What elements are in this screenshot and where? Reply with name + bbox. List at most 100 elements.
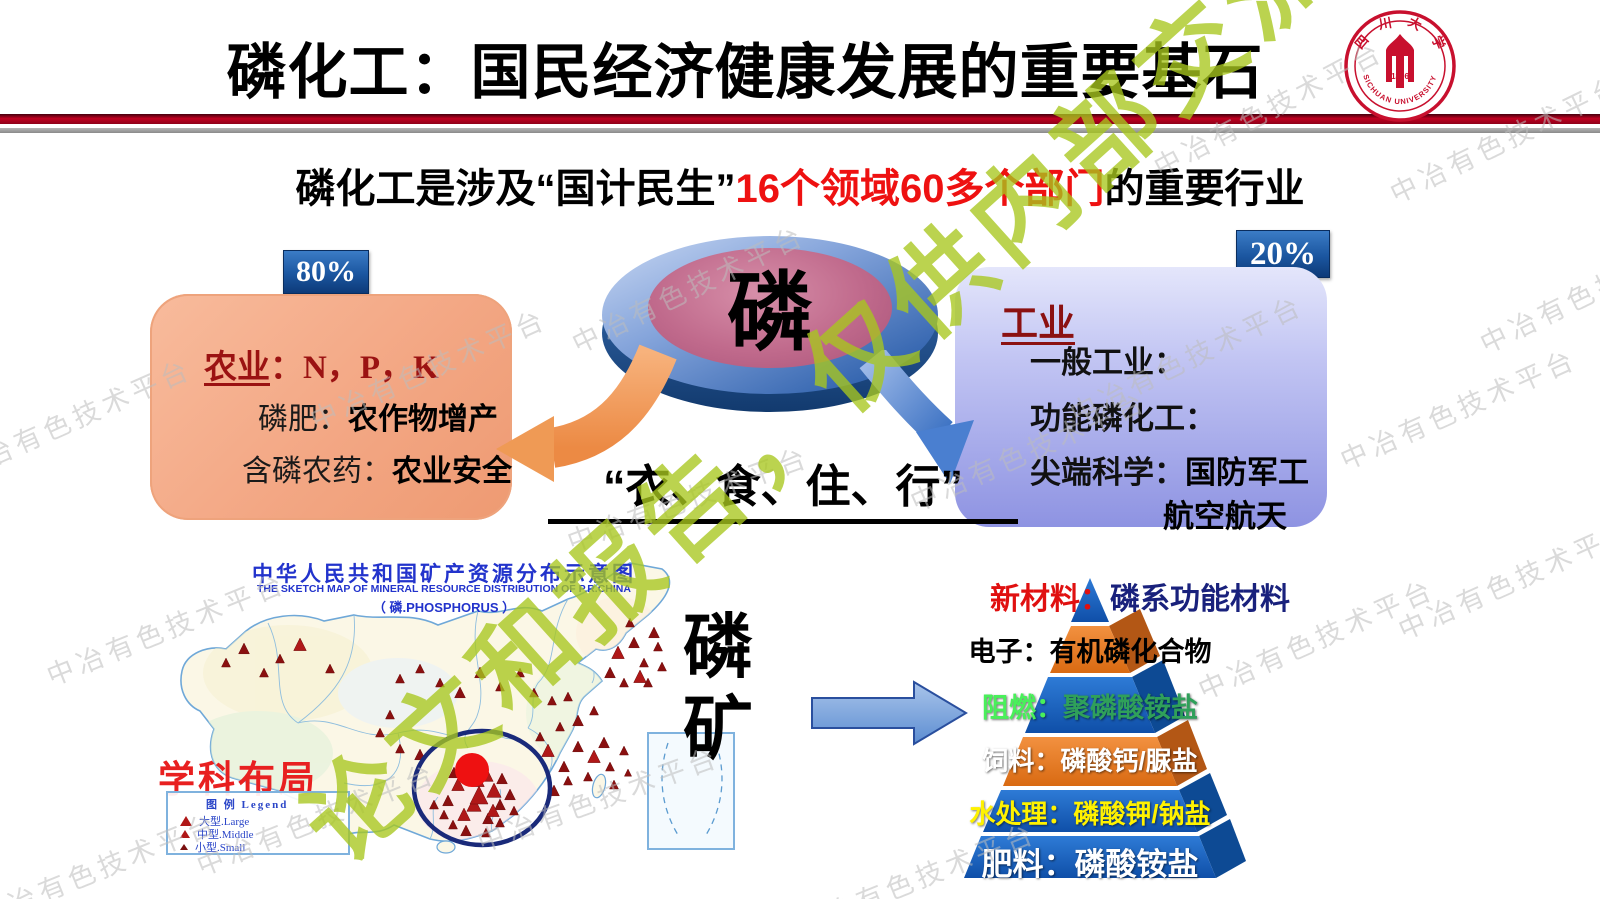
legend-item-large: 大型.Large [180, 813, 249, 829]
map-legend: 图 例 Legend 大型.Large 中型.Middle 小型.Small [166, 791, 350, 855]
china-map-drawing [180, 562, 735, 854]
china-mineral-map: 中华人民共和国矿产资源分布示意图 THE SKETCH MAP OF MINER… [148, 553, 740, 855]
agriculture-share-badge: 80% [283, 250, 369, 294]
deposit-triangle [435, 677, 445, 688]
deposit-triangle [609, 779, 619, 790]
deposit-triangle [598, 736, 610, 749]
deposit-triangle [494, 798, 506, 811]
pyramid-level-fertilizer [964, 836, 1216, 878]
pyramid-side-3 [1132, 660, 1185, 733]
deposit-triangle [529, 687, 539, 698]
cutting-edge-science-row: 尖端科学：国防军工 [1030, 455, 1309, 490]
svg-text:1896: 1896 [1391, 72, 1409, 81]
deposit-triangle [429, 799, 439, 810]
industry-box: 工业 一般工业： 功能磷化工： 尖端科学：国防军工 航空航天 [955, 267, 1327, 534]
deposit-triangle [625, 617, 635, 628]
mineral-deposit-markers [221, 617, 667, 838]
legend-item-small: 小型.Small [180, 839, 245, 855]
subtitle-part3: 的重要行业 [1104, 167, 1305, 211]
aerospace-row: 航空航天 [1163, 499, 1287, 534]
fertilizer-row-pyramid: 肥料：磷酸铵盐 [981, 847, 1199, 882]
arrow-to-industry-icon [859, 350, 974, 484]
focus-red-dot [455, 753, 489, 787]
title-divider-red [0, 114, 1600, 124]
logo-emblem [1386, 34, 1414, 88]
pyramid-side-4 [1157, 720, 1207, 786]
gray-watermark-stamp: 中冶有色技术平台 [1393, 514, 1600, 646]
deposit-triangle [509, 805, 519, 816]
phosphorus-disc-label: 磷 [727, 265, 813, 361]
deposit-triangle [611, 645, 625, 659]
phosphorus-disc-core [648, 248, 892, 368]
deposit-triangle [515, 667, 525, 678]
pyramid-level-top [1071, 578, 1109, 622]
nine-dash-line [661, 742, 723, 836]
small-deposit-icon [180, 844, 188, 850]
clothing-food-housing-travel-caption: “衣、食、住、行” [548, 450, 1018, 524]
deposit-triangle [259, 667, 269, 678]
deposit-triangle [454, 686, 466, 699]
deposit-triangle [587, 749, 601, 763]
deposit-triangle [541, 743, 555, 757]
deposit-triangle [555, 721, 565, 732]
deposit-triangle [639, 657, 649, 668]
deposit-triangle [535, 731, 545, 742]
deposit-triangle [439, 809, 449, 820]
deposit-triangle [486, 782, 502, 798]
pyramid-side-2 [1109, 609, 1160, 673]
pesticide-row: 含磷农药：农业安全 [242, 455, 512, 488]
focus-circle [411, 728, 553, 848]
flow-right-arrow-icon [811, 680, 968, 746]
deposit-triangle [547, 695, 557, 706]
deposit-triangle [486, 803, 500, 817]
deposit-triangle [442, 794, 454, 807]
middle-deposit-icon [180, 830, 190, 838]
deposit-triangle [589, 705, 599, 716]
electronics-row: 电子：有机磷化合物 [968, 637, 1212, 667]
deposit-triangle [563, 691, 573, 702]
deposit-triangle [583, 771, 593, 782]
deposit-triangle [623, 768, 633, 777]
pyramid-level-flame-retardant [1025, 677, 1155, 733]
deposit-triangle [643, 677, 653, 688]
deposit-triangle [657, 661, 667, 672]
functional-phosphorus-row: 功能磷化工： [1030, 401, 1216, 436]
deposit-triangle [605, 761, 615, 772]
map-subtitle-en: THE SKETCH MAP OF MINERAL RESOURCE DISTR… [257, 583, 631, 595]
deposit-triangle [604, 666, 616, 679]
deposit-triangle [469, 785, 489, 805]
deposit-triangle [633, 669, 647, 683]
deposit-triangle [395, 673, 405, 684]
subtitle-part1: 磷化工是涉及“国计民生” [295, 167, 736, 211]
map-title: 中华人民共和国矿产资源分布示意图 [252, 563, 636, 586]
deposit-triangle [572, 714, 584, 727]
deposit-triangle [415, 663, 425, 674]
pyramid-side-5 [1179, 773, 1227, 832]
hainan-island [436, 840, 456, 854]
deposit-triangle [451, 777, 465, 791]
product-pyramid [964, 578, 1246, 878]
map-subtitle-phosphorus: （ 磷.PHOSPHORUS ） [372, 600, 516, 615]
deposit-triangle [221, 657, 231, 668]
legend-item-middle: 中型.Middle [180, 826, 254, 842]
deposit-triangle [385, 709, 395, 720]
flame-retardant-row: 阻燃：聚磷酸铵盐 [982, 693, 1198, 723]
subtitle: 磷化工是涉及“国计民生”16个领域60多个部门的重要行业 [180, 156, 1420, 214]
deposit-triangle [474, 666, 486, 679]
feed-row: 饲料：磷酸钙/脲盐 [982, 746, 1198, 776]
deposit-triangle [275, 653, 285, 664]
deposit-triangle [572, 740, 584, 753]
deposit-triangle [457, 807, 471, 821]
deposit-triangle [653, 641, 663, 652]
agriculture-heading: 农业：N，P，K [204, 350, 439, 386]
industry-share-badge: 20% [1236, 230, 1330, 278]
deposit-triangle [628, 636, 640, 649]
taiwan-island [591, 773, 607, 799]
pyramid-side-6 [1199, 819, 1246, 878]
deposit-triangle [482, 812, 494, 825]
industry-heading: 工业 [1001, 303, 1075, 344]
deposit-triangle [325, 663, 335, 674]
fertilizer-row: 磷肥：农作物增产 [258, 403, 498, 436]
deposit-triangle [495, 817, 505, 828]
deposit-triangle [448, 819, 458, 830]
